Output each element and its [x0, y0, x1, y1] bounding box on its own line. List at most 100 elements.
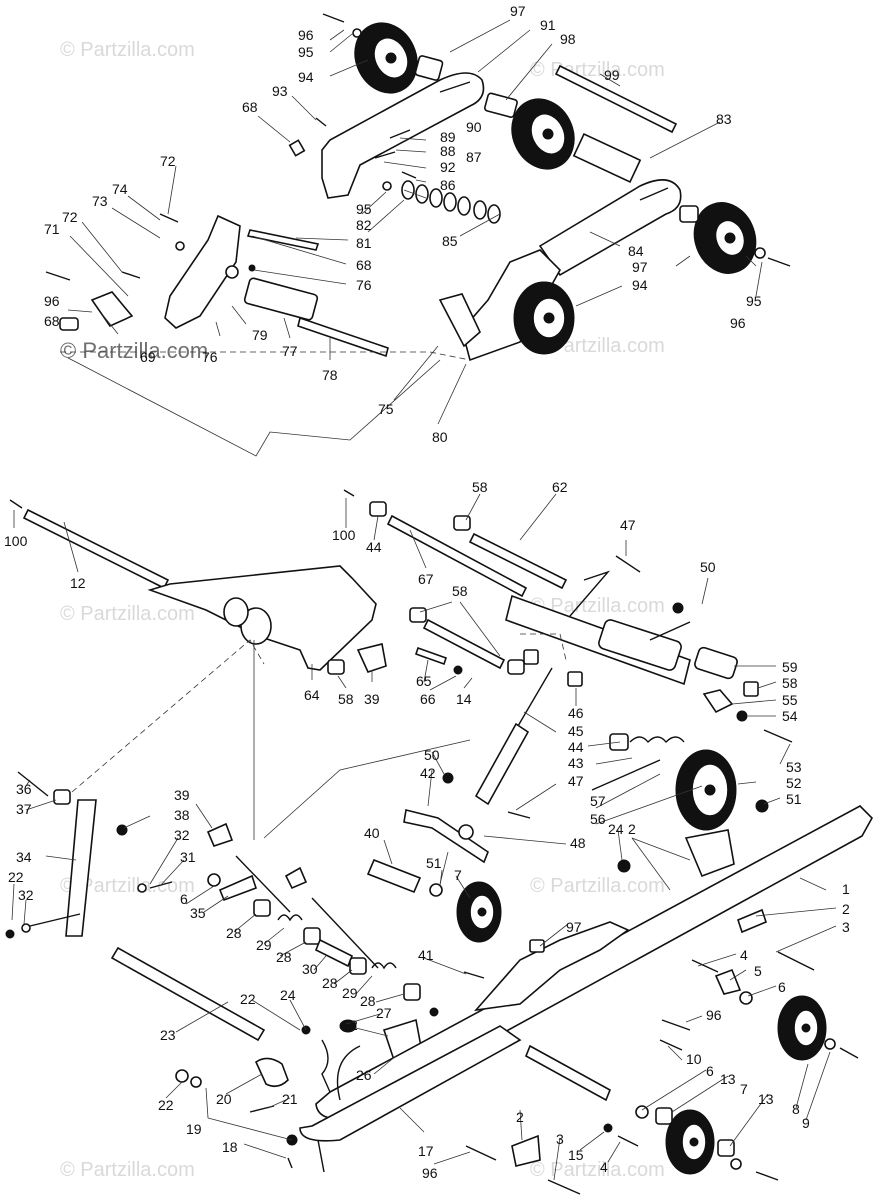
callout-label: 26	[356, 1067, 372, 1083]
callout-label: 97	[566, 919, 582, 935]
callout-label: 95	[298, 44, 314, 60]
wear-block	[684, 829, 735, 878]
callout-label: 66	[420, 691, 436, 707]
nut	[736, 710, 748, 722]
nut	[603, 1123, 613, 1133]
callout-label: 15	[568, 1147, 584, 1163]
callout-label: 56	[590, 811, 606, 827]
callout-label: 58	[782, 675, 798, 691]
leader-lines	[11, 19, 837, 1181]
idler-arm	[538, 179, 682, 277]
callout-label: 46	[568, 705, 584, 721]
callout-label: 3	[842, 919, 850, 935]
bolt	[763, 729, 793, 743]
arm-slot	[439, 81, 471, 93]
callout-label: 58	[452, 583, 468, 599]
callout-label: 96	[422, 1165, 438, 1181]
callout-label: 24	[608, 821, 624, 837]
block	[206, 822, 234, 847]
callout-label: 76	[356, 277, 372, 293]
callout-label: 19	[186, 1121, 202, 1137]
watermark-text: © Partzilla.com	[530, 875, 665, 897]
bushing	[743, 681, 759, 697]
callout-label: 68	[242, 99, 258, 115]
idler-wheel	[675, 749, 737, 831]
bracket	[714, 968, 742, 995]
callout-label: 21	[282, 1091, 298, 1107]
bolt	[839, 1047, 859, 1059]
plate	[438, 293, 481, 348]
bolt	[45, 271, 71, 281]
bushing	[225, 265, 239, 279]
slide-rail	[315, 805, 873, 1120]
callout-label: 47	[568, 773, 584, 789]
spring-arm	[311, 897, 379, 969]
callout-label: 35	[190, 905, 206, 921]
watermark-text: © Partzilla.com	[530, 1159, 665, 1181]
callout-label: 50	[700, 559, 716, 575]
nut	[617, 859, 631, 873]
callout-label: 7	[740, 1081, 748, 1097]
callout-label: 22	[240, 991, 256, 1007]
washer	[21, 923, 31, 933]
bolt	[767, 257, 791, 267]
bushing	[53, 789, 71, 805]
shaft	[110, 946, 266, 1042]
callout-label: 81	[356, 235, 372, 251]
callout-label: 55	[782, 692, 798, 708]
tube	[572, 132, 642, 184]
upper-assembly	[45, 13, 791, 362]
callout-label: 94	[298, 69, 314, 85]
callout-label: 36	[16, 781, 32, 797]
callout-label: 51	[426, 855, 442, 871]
callout-label: 65	[416, 673, 432, 689]
nut	[248, 264, 256, 272]
callout-label: 34	[16, 849, 32, 865]
spring-seat	[223, 597, 249, 627]
idler-arm	[321, 72, 485, 199]
callout-label: 68	[44, 313, 60, 329]
spring-arm	[235, 855, 291, 913]
callout-label: 23	[160, 1027, 176, 1043]
stopper	[702, 689, 734, 714]
callout-label: 95	[356, 201, 372, 217]
callout-label: 86	[440, 177, 456, 193]
watermark-text: © Partzilla.com	[530, 59, 665, 81]
callout-label: 84	[628, 243, 644, 259]
shaft	[314, 938, 354, 968]
callout-label: 29	[342, 985, 358, 1001]
cam	[374, 151, 396, 159]
callout-label: 75	[378, 401, 394, 417]
bolt	[401, 171, 417, 179]
callout-label: 83	[716, 111, 732, 127]
callout-label: 3	[556, 1131, 564, 1147]
cross-shaft	[403, 809, 489, 864]
bushing	[453, 515, 471, 531]
watermark-text: © Partzilla.com	[60, 338, 208, 363]
rail-curve	[336, 1045, 361, 1101]
bushing	[254, 1057, 289, 1088]
bushing	[403, 983, 421, 1001]
plate	[737, 908, 767, 934]
link-arm	[65, 799, 97, 937]
callout-label: 2	[350, 1017, 358, 1033]
callout-label: 96	[706, 1007, 722, 1023]
washer	[382, 181, 392, 191]
callout-label: 96	[44, 293, 60, 309]
callout-label: 96	[298, 27, 314, 43]
idler-wheel	[456, 881, 502, 943]
bushing	[253, 899, 271, 917]
callout-label: 82	[356, 217, 372, 233]
idler-wheel	[511, 98, 575, 170]
bushing	[327, 659, 345, 675]
washer	[730, 1158, 742, 1170]
callout-label: 22	[8, 869, 24, 885]
callout-label: 43	[568, 755, 584, 771]
bolt	[17, 771, 49, 797]
callout-label: 39	[364, 691, 380, 707]
callout-label: 38	[174, 807, 190, 823]
callout-label: 77	[282, 343, 298, 359]
bolt	[315, 117, 327, 127]
callout-label: 22	[158, 1097, 174, 1113]
hook	[317, 1139, 325, 1173]
